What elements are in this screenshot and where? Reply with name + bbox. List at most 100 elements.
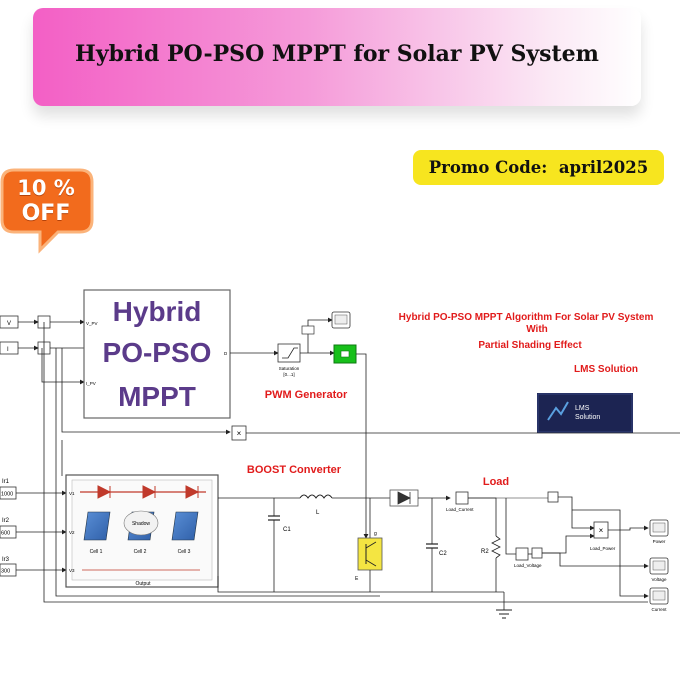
- input-v-block[interactable]: V: [0, 315, 19, 329]
- scope-power-label: Power: [653, 539, 666, 544]
- pv-port-3: V3: [69, 568, 75, 573]
- saturation-label: Saturation: [279, 366, 300, 371]
- pwm-generator-label: PWM Generator: [265, 389, 348, 401]
- port-duty: D: [224, 351, 228, 356]
- input-i-block[interactable]: I: [0, 341, 19, 355]
- wire: [505, 498, 516, 555]
- banner-title: Hybrid PO-PSO MPPT for Solar PV System: [75, 41, 599, 67]
- irradiance-1-name: Ir1: [2, 479, 10, 485]
- irradiance-2-value: 600: [1, 531, 10, 537]
- gain-block-current[interactable]: [547, 491, 559, 503]
- boost-diode-block[interactable]: [389, 489, 419, 507]
- mppt-block[interactable]: Hybrid PO-PSO MPPT V_PV I_PV D: [83, 289, 231, 419]
- wire: [542, 533, 595, 554]
- mppt-line2: PO-PSO: [103, 337, 212, 368]
- wire: [608, 525, 649, 531]
- capacitor-c1-label: C1: [283, 527, 291, 533]
- company-label: LMS Solution: [574, 364, 638, 375]
- discount-badge: 10 % OFF: [0, 166, 98, 258]
- logo-line2: Solution: [575, 414, 600, 421]
- scope-voltage-label: Voltage: [651, 577, 667, 582]
- pv-output-label: Output: [135, 581, 151, 587]
- diode-icon: [142, 485, 157, 499]
- load-power-label: Load_Power: [590, 546, 616, 551]
- scope-voltage[interactable]: Voltage: [649, 557, 669, 582]
- solar-panel-3-icon: [171, 511, 199, 541]
- scope-current-label: Current: [651, 607, 667, 612]
- boost-converter-label: BOOST Converter: [247, 464, 342, 476]
- scope-duty[interactable]: [331, 311, 351, 329]
- wire: [356, 353, 369, 539]
- saturation-range: [0...1]: [283, 372, 294, 377]
- wire: [572, 509, 649, 599]
- wire: [542, 552, 649, 569]
- load-current-sensor[interactable]: [455, 491, 469, 505]
- load-voltage-label: Load_Voltage: [514, 563, 542, 568]
- switch-e-label: E: [355, 576, 359, 582]
- product-symbol-power: ×: [599, 526, 604, 535]
- inductor-label: L: [316, 510, 320, 516]
- igbt-switch-block[interactable]: E g: [355, 531, 383, 582]
- switch-g-label: g: [374, 531, 377, 537]
- irradiance-1-value: 1000: [1, 492, 13, 498]
- irradiance-input-3[interactable]: Ir3 300: [0, 557, 17, 577]
- wire: [558, 496, 595, 531]
- simulink-diagram: V I Hybrid PO-PSO MPPT V_PV I_PV D Satur…: [0, 289, 680, 619]
- load-label: Load: [483, 476, 509, 488]
- irradiance-3-name: Ir3: [2, 557, 10, 563]
- title-banner: Hybrid PO-PSO MPPT for Solar PV System: [33, 8, 641, 106]
- wire: [217, 576, 504, 593]
- input-i-label: I: [7, 347, 9, 353]
- gain-block-duty[interactable]: [301, 325, 315, 335]
- port-i-pv: I_PV: [86, 381, 96, 386]
- diagram-title-line1: Hybrid PO-PSO MPPT Algorithm For Solar P…: [399, 312, 654, 323]
- lms-logo: LMS Solution: [537, 393, 633, 433]
- wire: [43, 322, 648, 603]
- promo-label: Promo Code:: [428, 158, 548, 177]
- resistor-r2-icon: [491, 535, 501, 559]
- scope-current[interactable]: Current: [649, 587, 669, 612]
- promo-code-badge: Promo Code: april2025: [413, 150, 664, 185]
- load-current-label: Load_Current: [446, 507, 474, 512]
- pwm-generator-icon: [340, 350, 350, 358]
- pv-port-1: V1: [69, 491, 75, 496]
- pv-array-block[interactable]: V1 V2 V3 Shadow Cell 1 Cell 2 Cell 3 Out…: [65, 474, 219, 588]
- scope-power[interactable]: Power: [649, 519, 669, 544]
- wire: [55, 348, 380, 597]
- product-symbol-top: ×: [237, 429, 242, 438]
- irradiance-2-name: Ir2: [2, 518, 10, 524]
- cell-2-label: Cell 2: [134, 549, 147, 555]
- chart-up-icon: [547, 401, 569, 421]
- speech-bubble-icon: [0, 168, 94, 254]
- diode-icon: [97, 485, 112, 499]
- irradiance-input-2[interactable]: Ir2 600: [0, 518, 17, 539]
- wire: [61, 348, 231, 435]
- irradiance-3-value: 300: [1, 569, 10, 575]
- saturation-block[interactable]: Saturation [0...1]: [277, 343, 301, 377]
- diagram-title-line2: With: [526, 324, 548, 335]
- mppt-line3: MPPT: [118, 381, 196, 412]
- diode-icon: [185, 485, 200, 499]
- port-v-pv: V_PV: [86, 321, 98, 326]
- pv-port-2: V2: [69, 530, 75, 535]
- logo-line1: LMS: [575, 405, 590, 412]
- mppt-line1: Hybrid: [113, 296, 202, 327]
- promo-code: april2025: [558, 158, 649, 177]
- cell-3-label: Cell 3: [178, 549, 191, 555]
- load-voltage-sensor[interactable]: [515, 547, 529, 561]
- wire: [307, 317, 333, 326]
- discount-off: OFF: [21, 201, 71, 226]
- shadow-cloud-icon: [123, 510, 159, 536]
- input-v-label: V: [7, 321, 11, 327]
- discount-percent: 10 %: [17, 176, 75, 200]
- wire: [468, 497, 497, 536]
- cell-1-label: Cell 1: [90, 549, 103, 555]
- resistor-r2-label: R2: [481, 549, 489, 555]
- diagram-title-line3: Partial Shading Effect: [478, 340, 582, 351]
- gain-block-voltage[interactable]: [531, 547, 543, 559]
- wire: [41, 348, 85, 385]
- irradiance-input-1[interactable]: Ir1 1000: [0, 479, 17, 500]
- shadow-label: Shadow: [132, 521, 150, 527]
- inductor-icon: [299, 494, 333, 499]
- capacitor-c2-label: C2: [439, 551, 447, 557]
